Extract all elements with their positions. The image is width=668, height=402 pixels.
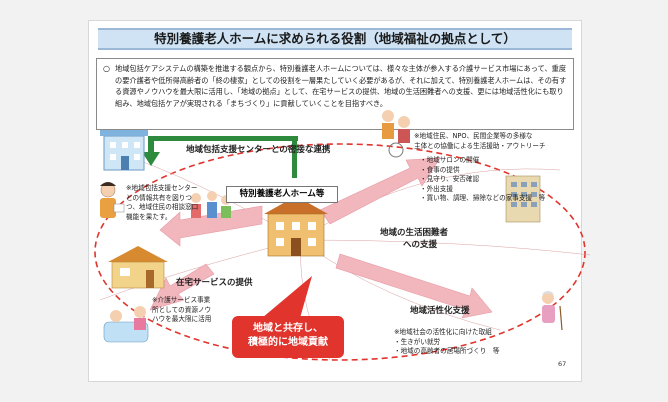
life-support-label: 地域の生活困難者 への支援 <box>380 228 449 250</box>
slogan-pointer <box>262 276 312 318</box>
home-service-label: 在宅サービスの提供 <box>176 278 253 288</box>
intro-text: 地域包括ケアシステムの構築を推進する観点から、特別養護老人ホームについては、様々… <box>115 64 567 108</box>
slogan-box: 地域と共存し、 積極的に地域貢献 <box>232 316 344 358</box>
slogan-line-1: 地域と共存し、 <box>253 323 323 334</box>
center-label: 特別養護老人ホーム等 <box>226 186 338 203</box>
apartment-icon <box>505 175 541 223</box>
volunteers-icon <box>382 110 410 158</box>
region-ellipse <box>94 143 586 361</box>
pink-arrow-upright <box>319 157 441 225</box>
pink-arrow-downright <box>335 253 493 319</box>
page-number: 67 <box>558 360 567 368</box>
intro-box: ○ 地域包括ケアシステムの構築を推進する観点から、特別養護老人ホームについては、… <box>96 58 574 130</box>
pink-arrow-left <box>159 205 263 247</box>
slogan-line-2: 積極的に地域貢献 <box>248 337 328 348</box>
slide-title: 特別養護老人ホームに求められる役割（地域福祉の拠点として） <box>98 28 572 50</box>
nursing-home-icon <box>264 196 328 257</box>
green-arrow-shape <box>142 136 298 178</box>
center-note: ※地域包括支援センター との情報共有を図りつ つ、地域住民の相談窓口 機能を果た… <box>126 184 199 221</box>
revitalization-label: 地域活性化支援 <box>410 306 470 316</box>
pink-arrow-down <box>149 263 215 311</box>
intro-bullet: ○ <box>103 64 110 73</box>
home-note: ※介護サービス事業 所としての資源ノウ ハウを最大限に活用 <box>152 296 212 323</box>
life-note: ※地域住民、NPO、民間企業等の多様な 主体との協働による生活援助・アウトリーチ <box>414 132 546 150</box>
coordination-label: 地域包括支援センターとの密接な連携 <box>186 145 331 155</box>
revital-note: ※地域社会の活性化に向けた取組 ・生きがい就労 ・地域の高齢者の居場所づくり 等 <box>394 328 500 355</box>
life-items-list: ・地域サロンの開催 ・食事の提供 ・見守り、安否確認 ・外出支援 ・買い物、調理… <box>420 156 546 202</box>
elderly-cane-icon <box>542 291 563 331</box>
bath-care-icon <box>103 306 149 343</box>
caregiver-icon <box>100 182 125 218</box>
office-building-icon <box>100 130 148 171</box>
house-icon <box>108 246 168 289</box>
